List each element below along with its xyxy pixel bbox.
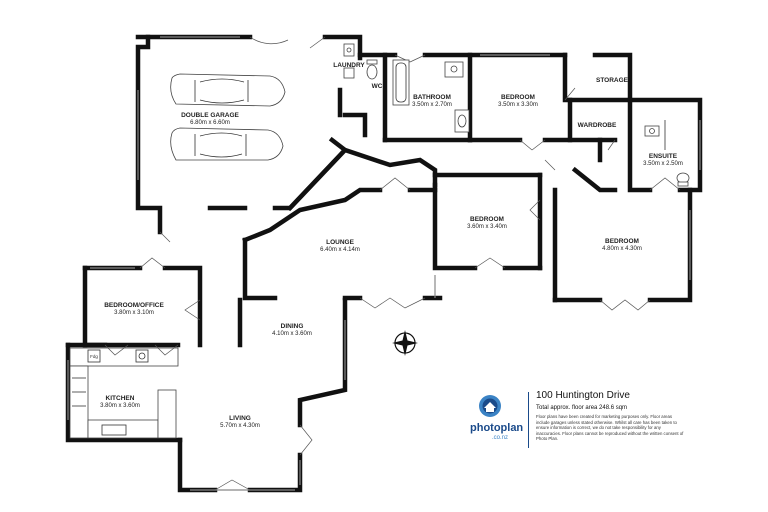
room-name-living: LIVING	[229, 415, 251, 422]
room-name-storage: STORAGE	[596, 77, 629, 84]
room-labels: LAUNDRY WC DOUBLE GARAGE 6.80m x 6.60m B…	[100, 62, 683, 429]
room-name-wc: WC	[372, 83, 383, 90]
room-dims-bedroom-2: 3.60m x 3.40m	[467, 224, 507, 230]
room-dims-lounge: 6.40m x 4.14m	[320, 247, 360, 253]
car-icon	[170, 73, 286, 107]
room-name-double-garage: DOUBLE GARAGE	[181, 112, 239, 119]
divider	[528, 392, 529, 448]
room-dims-bedroom-1: 3.50m x 3.30m	[498, 102, 538, 108]
room-name-kitchen: KITCHEN	[106, 395, 135, 402]
room-name-bedroom-2: BEDROOM	[470, 216, 504, 223]
room-name-ensuite: ENSUITE	[649, 153, 678, 160]
door-swings	[139, 36, 681, 491]
room-name-bedroom-office: BEDROOM/OFFICE	[104, 302, 164, 309]
floor-area: Total approx. floor area 248.6 sqm	[536, 405, 628, 411]
plan-info-panel: photoplan .co.nz 100 Huntington Drive To…	[470, 390, 683, 460]
room-name-bedroom-3: BEDROOM	[605, 238, 639, 245]
room-dims-ensuite: 3.50m x 2.50m	[643, 161, 683, 167]
disclaimer-text: Floor plans have been created for market…	[536, 414, 684, 442]
room-name-dining: DINING	[281, 323, 304, 330]
room-dims-double-garage: 6.80m x 6.60m	[190, 120, 230, 126]
logo-wordmark: photoplan	[470, 422, 524, 434]
property-address: 100 Huntington Drive	[536, 390, 630, 401]
fridge-label: Fdg	[90, 354, 98, 359]
windows	[67, 36, 701, 491]
car-icon	[170, 127, 284, 161]
room-name-laundry: LAUNDRY	[333, 62, 365, 69]
room-name-wardrobe: WARDROBE	[578, 122, 617, 129]
logo-domain: .co.nz	[492, 435, 509, 441]
room-dims-bedroom-3: 4.80m x 4.30m	[602, 246, 642, 252]
compass-rose-icon	[392, 330, 418, 356]
room-name-bedroom-1: BEDROOM	[501, 94, 535, 101]
room-name-lounge: LOUNGE	[326, 239, 354, 246]
room-name-bathroom: BATHROOM	[413, 94, 451, 101]
room-dims-kitchen: 3.80m x 3.60m	[100, 403, 140, 409]
room-dims-bathroom: 3.50m x 2.70m	[412, 102, 452, 108]
room-dims-living: 5.70m x 4.30m	[220, 423, 260, 429]
room-dims-dining: 4.10m x 3.60m	[272, 331, 312, 337]
room-dims-bedroom-office: 3.80m x 3.10m	[114, 310, 154, 316]
fixtures: Fdg	[69, 43, 690, 439]
photoplan-logo-icon	[479, 395, 501, 417]
